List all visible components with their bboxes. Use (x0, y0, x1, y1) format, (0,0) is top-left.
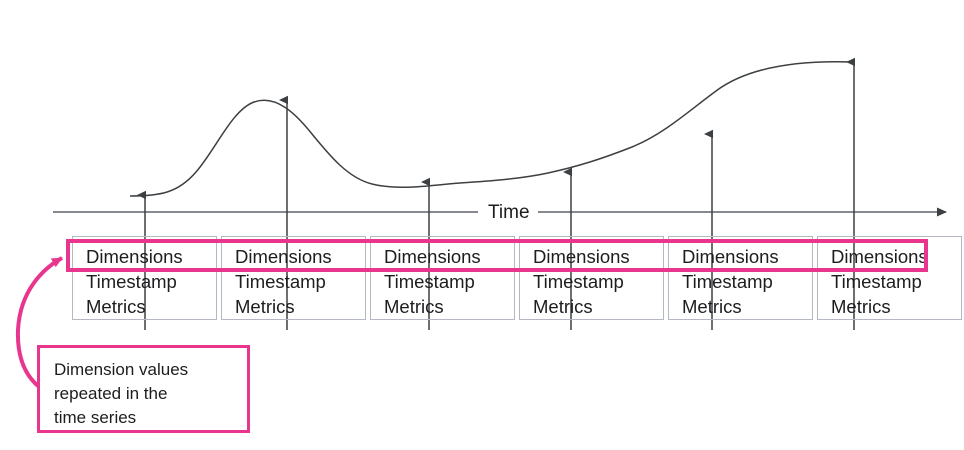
record-4-metrics: Metrics (533, 296, 593, 317)
callout-line-3: time series (54, 408, 137, 427)
record-6-timestamp: Timestamp (831, 271, 922, 292)
record-3-metrics: Metrics (384, 296, 444, 317)
record-6-metrics: Metrics (831, 296, 891, 317)
record-1-metrics: Metrics (86, 296, 146, 317)
record-5-metrics: Metrics (682, 296, 742, 317)
record-5-dimensions: Dimensions (682, 246, 779, 267)
record-4-timestamp: Timestamp (533, 271, 624, 292)
record-3[interactable]: Dimensions Timestamp Metrics (370, 236, 515, 320)
record-1-dimensions: Dimensions (86, 246, 183, 267)
record-1[interactable]: Dimensions Timestamp Metrics (72, 236, 217, 320)
record-4[interactable]: Dimensions Timestamp Metrics (519, 236, 664, 320)
record-6[interactable]: Dimensions Timestamp Metrics (817, 236, 962, 320)
record-2-metrics: Metrics (235, 296, 295, 317)
callout-line-2: repeated in the (54, 384, 168, 403)
record-3-timestamp: Timestamp (384, 271, 475, 292)
record-1-timestamp: Timestamp (86, 271, 177, 292)
record-2-timestamp: Timestamp (235, 271, 326, 292)
record-4-dimensions: Dimensions (533, 246, 630, 267)
callout-box: Dimension values repeated in the time se… (37, 345, 250, 433)
record-2[interactable]: Dimensions Timestamp Metrics (221, 236, 366, 320)
callout-line-1: Dimension values (54, 360, 189, 379)
time-axis-label: Time (480, 203, 538, 222)
record-3-dimensions: Dimensions (384, 246, 481, 267)
record-2-dimensions: Dimensions (235, 246, 332, 267)
record-6-dimensions: Dimensions (831, 246, 928, 267)
time-series-curve (129, 61, 853, 197)
record-5-timestamp: Timestamp (682, 271, 773, 292)
record-5[interactable]: Dimensions Timestamp Metrics (668, 236, 813, 320)
